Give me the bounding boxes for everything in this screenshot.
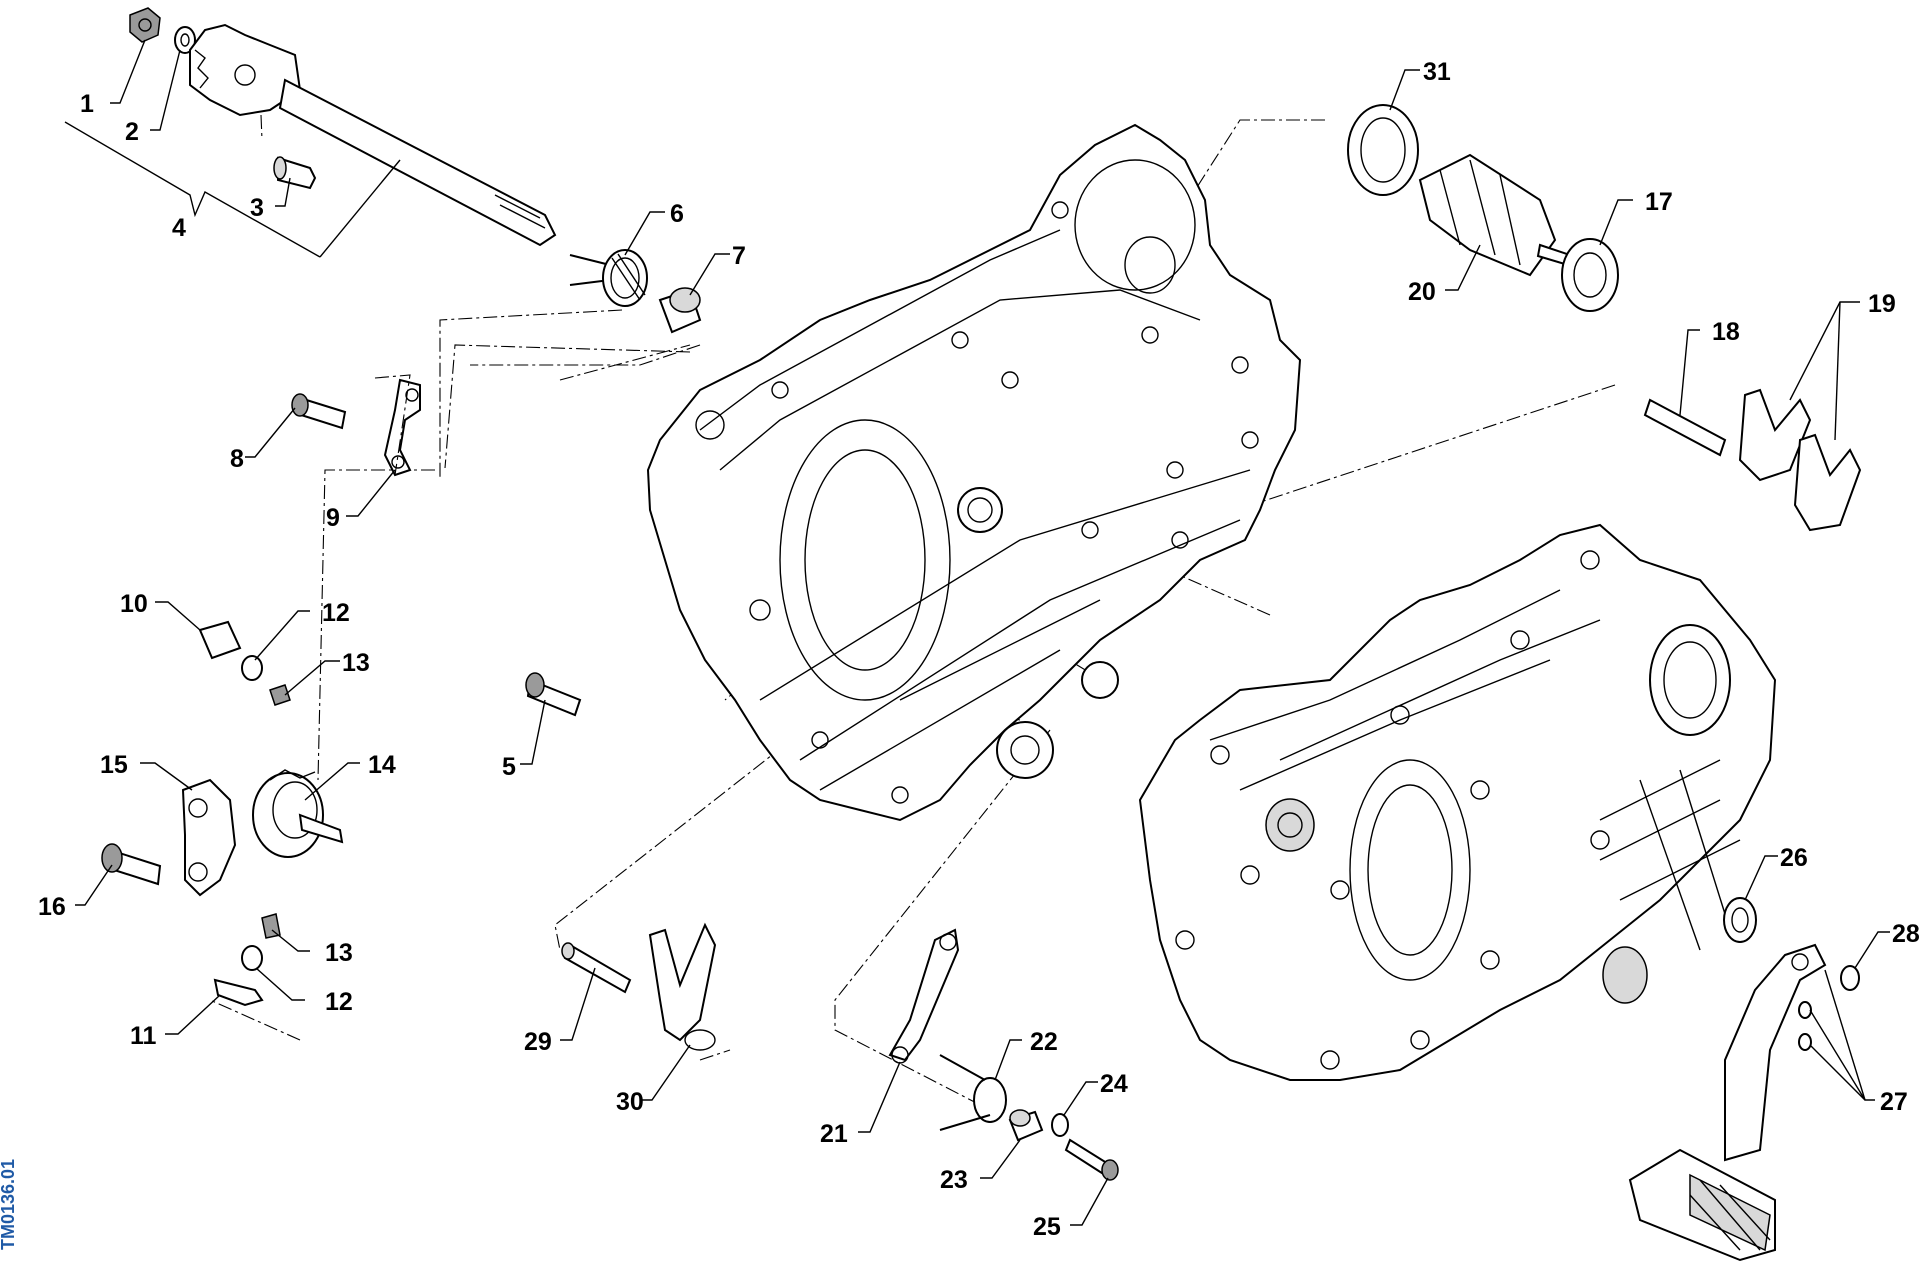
- part-12-lower-plunger: [241, 945, 263, 971]
- part-18-fork-shaft: [1643, 398, 1727, 457]
- callout-16: 16: [38, 893, 66, 921]
- part-1-nut: [129, 7, 161, 43]
- part-3-pin: [273, 156, 317, 190]
- callout-numbers: 1 2 3 4 5 6 7 8 9 10 11 12 12 13 13 14 1…: [38, 58, 1920, 1241]
- part-19-shift-forks: [1738, 388, 1862, 532]
- part-21-arm: [888, 928, 960, 1064]
- part-22-spring: [939, 1054, 1007, 1131]
- part-5-bolt: [525, 672, 582, 717]
- part-30-shift-fork: [648, 922, 717, 1051]
- callout-9: 9: [326, 504, 340, 532]
- callout-leaders: [64, 39, 1890, 1226]
- callout-18: 18: [1712, 318, 1740, 346]
- part-29-pin: [561, 942, 632, 994]
- callout-2: 2: [125, 118, 139, 146]
- part-15-selector-plate: [181, 778, 237, 897]
- callout-21: 21: [820, 1120, 848, 1148]
- callout-3: 3: [250, 194, 264, 222]
- callout-8: 8: [230, 445, 244, 473]
- part-16-bolt: [101, 843, 162, 886]
- part-23-spacer: [1008, 1109, 1044, 1142]
- callout-5: 5: [502, 753, 516, 781]
- callout-30: 30: [616, 1088, 644, 1116]
- part-11-lever: [213, 978, 264, 1007]
- part-20-shift-drum: [1418, 153, 1572, 277]
- callout-29: 29: [524, 1028, 552, 1056]
- callout-12-upper: 12: [322, 599, 350, 627]
- part-10-block: [198, 620, 242, 660]
- part-25-bolt: [1064, 1138, 1119, 1181]
- part-28-circlip: [1840, 965, 1860, 991]
- callout-15: 15: [100, 751, 128, 779]
- callout-23: 23: [940, 1166, 968, 1194]
- callout-19: 19: [1868, 290, 1896, 318]
- callout-26: 26: [1780, 844, 1808, 872]
- left-crankcase-half: [646, 123, 1302, 822]
- callout-28: 28: [1892, 920, 1920, 948]
- part-8-screw: [291, 393, 347, 430]
- callout-24: 24: [1100, 1070, 1128, 1098]
- part-7-bushing: [658, 287, 702, 334]
- part-4-shift-shaft: [189, 23, 557, 247]
- part-9-plate: [374, 374, 421, 477]
- callout-22: 22: [1030, 1028, 1058, 1056]
- part-24-washer: [1051, 1113, 1069, 1137]
- callout-20: 20: [1408, 278, 1436, 306]
- callout-4: 4: [172, 214, 186, 242]
- right-crankcase-half: [1138, 523, 1777, 1081]
- callout-13-lower: 13: [325, 939, 353, 967]
- callout-11: 11: [130, 1022, 157, 1050]
- callout-31: 31: [1423, 58, 1451, 86]
- callout-25: 25: [1033, 1213, 1061, 1241]
- callout-6: 6: [670, 200, 684, 228]
- callout-13-upper: 13: [342, 649, 370, 677]
- callout-7: 7: [732, 242, 746, 270]
- part-12-upper-plunger: [241, 655, 263, 681]
- part-26-oil-seal: [1723, 897, 1757, 943]
- part-2-washer: [174, 26, 196, 54]
- part-31-bearing: [1347, 104, 1419, 196]
- part-6-spring: [569, 249, 648, 307]
- callout-12-lower: 12: [325, 988, 353, 1016]
- part-17-bearing: [1561, 238, 1619, 312]
- callout-14: 14: [368, 751, 396, 779]
- callout-27: 27: [1880, 1088, 1908, 1116]
- part-14-shift-drum-star: [252, 769, 344, 858]
- callout-1: 1: [80, 90, 94, 118]
- callout-10: 10: [120, 590, 148, 618]
- part-27-gear-lever: [1628, 943, 1827, 1262]
- callout-17: 17: [1645, 188, 1673, 216]
- part-13-upper-spring: [269, 684, 291, 706]
